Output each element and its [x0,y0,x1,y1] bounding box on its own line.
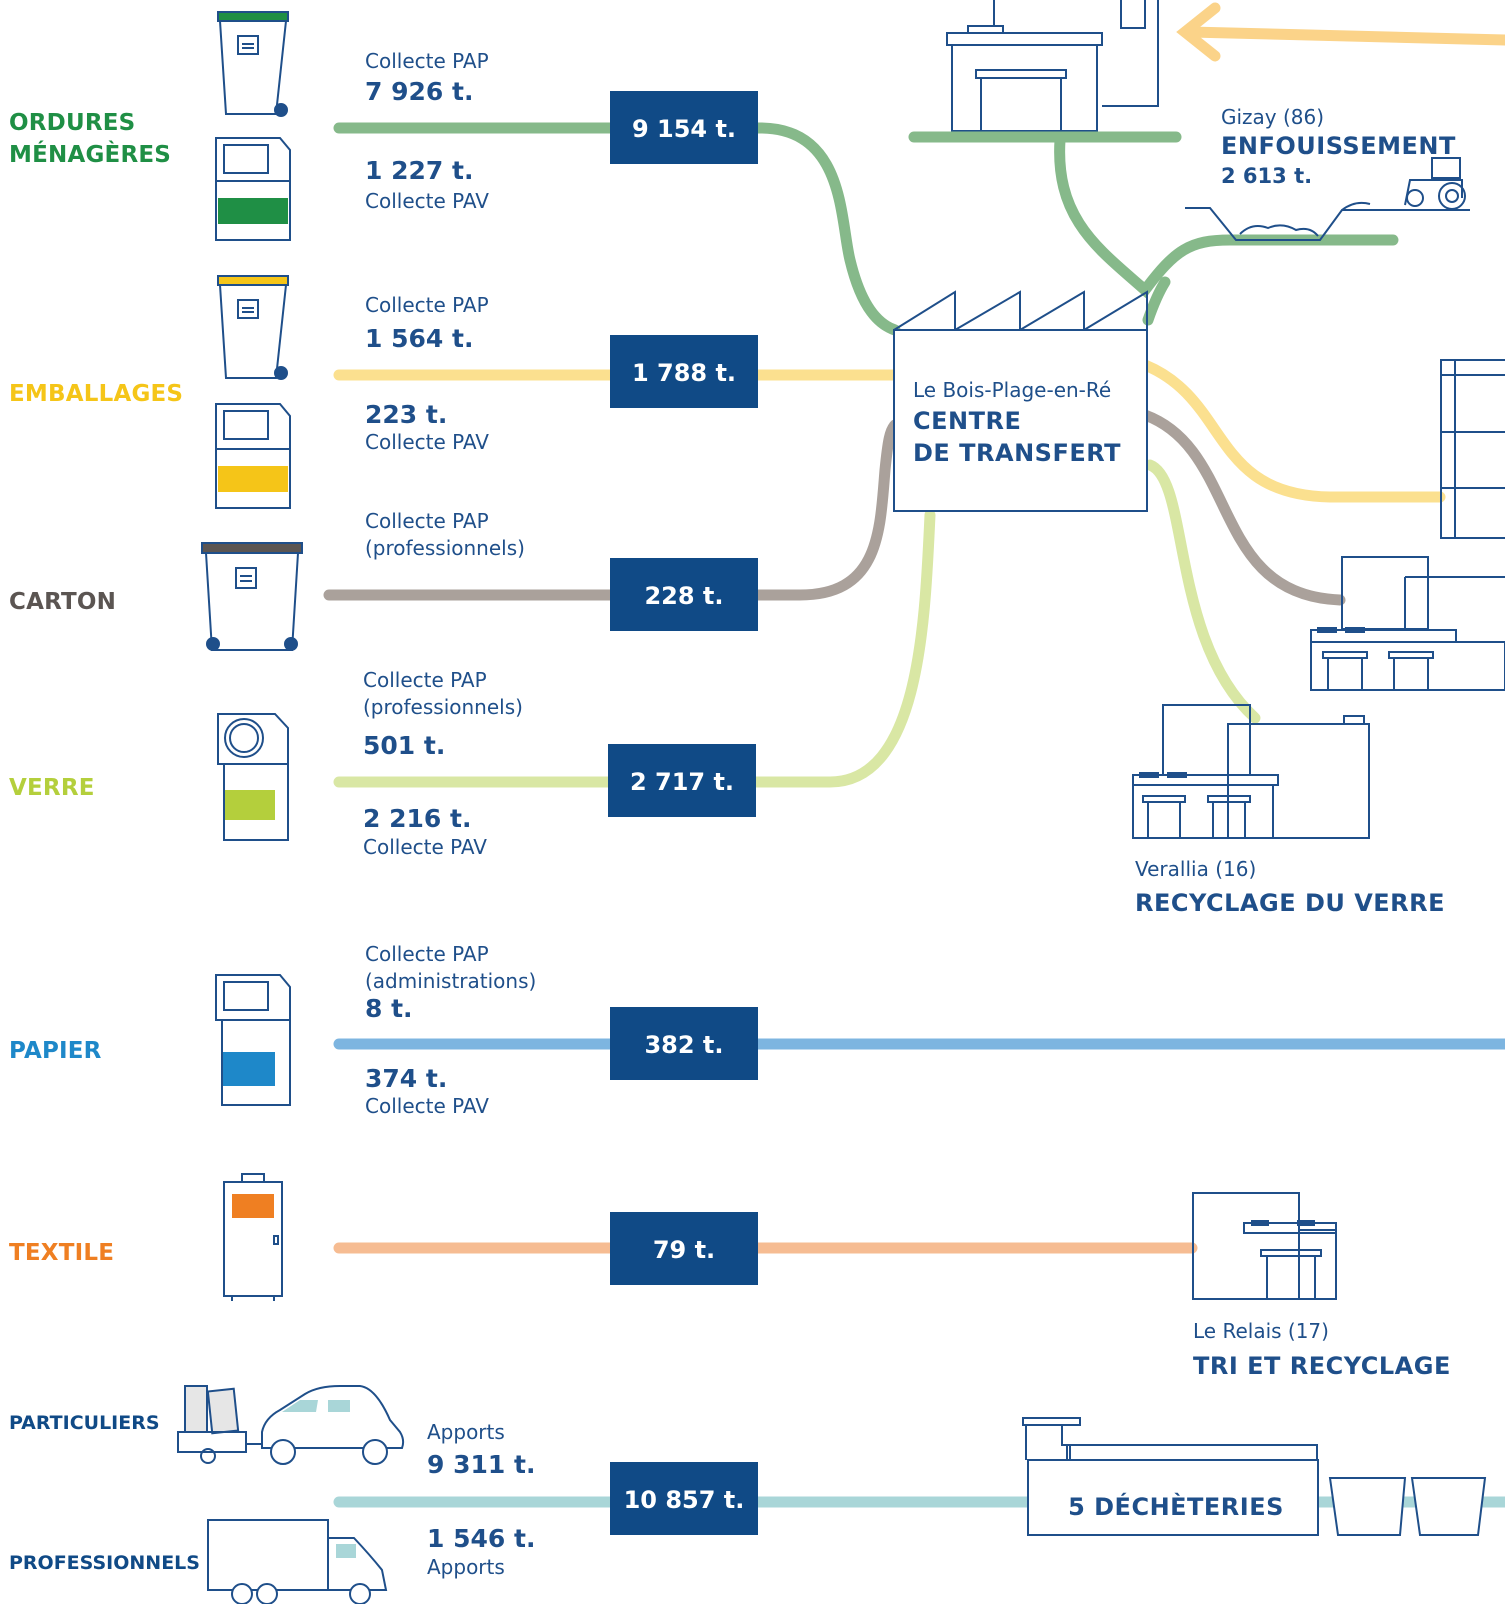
total-emballages: 1 788 t. [632,359,736,387]
ordures-bottom-value: 1 227 t. [365,156,473,185]
emballages-bottom-value: 223 t. [365,400,447,429]
apports-top-label: Apports [427,1420,505,1444]
centre-place: Le Bois-Plage-en-Ré [913,378,1111,402]
enfouissement-title: ENFOUISSEMENT [1221,132,1456,160]
enfouissement-place: Gizay (86) [1221,105,1324,129]
ordures-bottom-label: Collecte PAV [365,189,489,213]
total-ordures: 9 154 t. [632,115,736,143]
papier-top-label-2: (administrations) [365,969,536,993]
total-textile: 79 t. [653,1236,715,1264]
flow-line-centre-enfouissement [1142,276,1171,326]
total-apports: 10 857 t. [624,1486,745,1514]
papier-bottom-label: Collecte PAV [365,1094,489,1118]
flow-line-carton-out [1139,409,1346,606]
textile-container-icon [223,1173,283,1301]
category-textile: TEXTILE [9,1240,114,1266]
apports-bottom-value: 1 546 t. [427,1524,535,1553]
category-professionnels: PROFESSIONNELS [9,1552,200,1574]
total-verre: 2 717 t. [630,768,734,796]
total-box-carton: 228 t. [610,558,758,631]
category-particuliers: PARTICULIERS [9,1412,160,1434]
cardboard-recycling-building-icon [1310,556,1505,691]
total-box-verre: 2 717 t. [608,744,756,817]
centre-title-2: DE TRANSFERT [913,439,1121,467]
verre-top-label-1: Collecte PAP [363,668,487,692]
return-arrow-head [1176,2,1221,62]
flow-line-verre [333,509,936,788]
verre-bottom-value: 2 216 t. [363,804,471,833]
delivery-truck-icon [207,1519,388,1604]
total-box-ordures: 9 154 t. [610,91,758,164]
total-box-emballages: 1 788 t. [610,335,758,408]
textile-recycling-building-icon [1192,1192,1337,1300]
enfouissement-value: 2 613 t. [1221,164,1312,188]
green-wheelie-bin-icon [217,11,289,117]
total-box-textile: 79 t. [610,1212,758,1285]
total-papier: 382 t. [644,1031,723,1059]
centre-title-1: CENTRE [913,407,1021,435]
apports-bottom-label: Apports [427,1555,505,1579]
flow-line-ordures [333,122,901,336]
ordures-top-label: Collecte PAP [365,49,489,73]
carton-top-label-2: (professionnels) [365,536,525,560]
yellow-wheelie-bin-icon [217,275,289,380]
category-ordures-2: MÉNAGÈRES [9,140,171,168]
category-ordures-1: ORDURES [9,110,135,136]
verre-top-value: 501 t. [363,731,445,760]
centre-de-transfert: Le Bois-Plage-en-Ré CENTRE DE TRANSFERT [893,290,1148,512]
category-emballages: EMBALLAGES [9,381,183,407]
incinerator-building-icon [908,0,1182,143]
skip-bins-icon [1328,1477,1487,1536]
carton-top-label-1: Collecte PAP [365,509,489,533]
decheterie-building-icon [1022,1417,1319,1536]
glass-container-icon [217,713,289,841]
green-drop-off-container-icon [215,137,291,241]
papier-top-value: 8 t. [365,994,413,1023]
grey-wheelie-bin-icon [201,542,303,651]
paper-container-icon [215,974,291,1106]
flow-line-carton [323,419,901,601]
total-carton: 228 t. [644,582,723,610]
total-box-papier: 382 t. [610,1007,758,1080]
glass-recycling-building-icon [1132,704,1370,839]
landfill-tractor-icon [1185,157,1470,241]
return-arrow-line [1184,26,1505,46]
flow-line-enfouissement [1054,134,1399,299]
category-carton: CARTON [9,589,116,615]
textile-dest-place: Le Relais (17) [1193,1319,1329,1343]
papier-bottom-value: 374 t. [365,1064,447,1093]
yellow-drop-off-container-icon [215,403,291,509]
emballages-top-value: 1 564 t. [365,324,473,353]
decheteries-title: 5 DÉCHÈTERIES [1068,1492,1284,1521]
emballages-bottom-label: Collecte PAV [365,430,489,454]
ordures-top-value: 7 926 t. [365,77,473,106]
car-with-trailer-icon [177,1385,405,1465]
apports-top-value: 9 311 t. [427,1450,535,1479]
textile-dest-title: TRI ET RECYCLAGE [1193,1352,1451,1380]
flow-line-emballages-out [1139,359,1446,503]
total-box-apports: 10 857 t. [610,1462,758,1535]
flow-line-verre-out [1144,459,1261,724]
papier-top-label-1: Collecte PAP [365,942,489,966]
emballages-top-label: Collecte PAP [365,293,489,317]
category-verre: VERRE [9,775,95,801]
verre-dest-title: RECYCLAGE DU VERRE [1135,889,1445,917]
category-papier: PAPIER [9,1038,102,1064]
packaging-sorting-building-icon [1440,359,1505,539]
verre-top-label-2: (professionnels) [363,695,523,719]
verre-bottom-label: Collecte PAV [363,835,487,859]
verre-dest-place: Verallia (16) [1135,857,1256,881]
